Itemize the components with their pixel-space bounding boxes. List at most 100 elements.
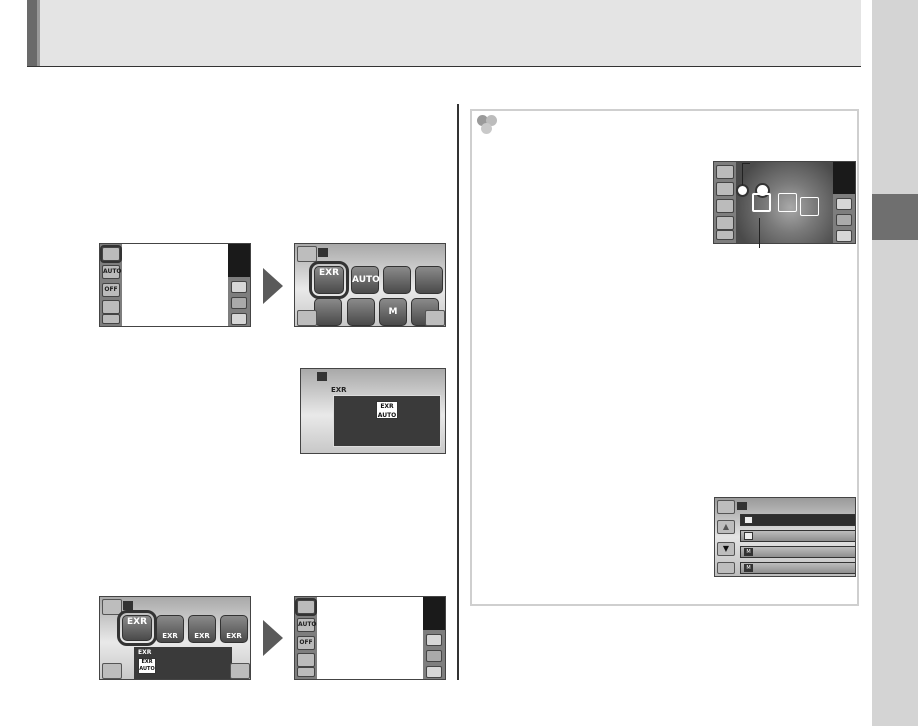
face-detect-icon[interactable] (231, 281, 247, 293)
callout-line-1 (742, 163, 743, 185)
face-frame-3 (800, 197, 819, 216)
exr-tile-auto[interactable]: EXR (117, 610, 157, 646)
corner-button-bl[interactable] (297, 310, 317, 326)
mode-tile-manual[interactable]: M (379, 298, 407, 326)
page-header (27, 0, 861, 67)
macro-button[interactable] (297, 653, 315, 667)
shooting-mode-menu-screen: EXR AUTO M (294, 243, 446, 327)
note-icon-2 (486, 115, 497, 126)
macro-button[interactable] (716, 216, 734, 230)
section-tab-strip (872, 0, 918, 726)
section-tab-active[interactable] (872, 194, 918, 240)
face-detect-icon[interactable] (836, 198, 852, 210)
scroll-up-button[interactable]: ▲ (717, 520, 735, 534)
list-item-icon: M (744, 548, 753, 556)
left-button-strip: AUTO OFF (100, 244, 122, 326)
tile-label: AUTO (352, 275, 380, 285)
corner-button-br[interactable] (230, 663, 250, 679)
list-item-icon: M (744, 564, 753, 572)
list-item-3[interactable]: M (740, 546, 855, 558)
badge-auto: AUTO (377, 412, 397, 419)
scroll-down-button[interactable]: ▼ (717, 542, 735, 556)
mode-button[interactable] (100, 245, 122, 263)
shooting-screen-1: AUTO OFF (99, 243, 251, 327)
back-button[interactable] (297, 246, 317, 262)
disp-button[interactable] (231, 313, 247, 325)
mode-tile-portrait[interactable] (415, 266, 443, 294)
disp-button[interactable] (836, 230, 852, 242)
tile-label: EXR (162, 632, 178, 640)
face-frame-primary (752, 193, 771, 212)
camera-icon (737, 502, 747, 510)
off-label: OFF (299, 639, 313, 646)
exr-panel-title: EXR (138, 649, 152, 656)
exr-auto-panel: EXR AUTO (333, 395, 441, 447)
macro-button[interactable] (102, 300, 120, 314)
left-button-strip: AUTO OFF (295, 597, 317, 679)
exr-tile-dynamic-range[interactable]: EXR (220, 615, 248, 643)
header-accent-stripe (37, 0, 40, 66)
disp-button[interactable] (426, 666, 442, 678)
note-icon-3 (481, 123, 492, 134)
flash-auto-button[interactable]: AUTO (102, 265, 122, 279)
right-strip-top (833, 162, 855, 195)
list-item-1[interactable] (740, 514, 855, 526)
exr-tile-resolution[interactable]: EXR (156, 615, 184, 643)
mode-button[interactable] (716, 165, 734, 179)
menu-button[interactable] (297, 667, 315, 677)
exr-tile-noise[interactable]: EXR (188, 615, 216, 643)
playback-icon[interactable] (836, 214, 852, 226)
tile-label: M (388, 307, 398, 317)
right-strip-top (423, 597, 445, 630)
self-timer-button[interactable] (716, 199, 734, 213)
right-button-strip (833, 162, 855, 243)
header-accent-bar (27, 0, 37, 66)
menu-button[interactable] (716, 230, 734, 240)
list-item-icon (744, 516, 753, 524)
callout-line-1b (742, 163, 750, 164)
exr-auto-badge: EXR AUTO (376, 401, 398, 419)
note-box (470, 109, 859, 606)
mode-tile-auto[interactable]: AUTO (351, 266, 380, 294)
camera-icon (317, 372, 327, 381)
menu-button[interactable] (102, 314, 120, 324)
mode-tile-scene-1[interactable] (314, 298, 342, 326)
badge-auto: AUTO (139, 666, 155, 672)
exr-panel-title: EXR (331, 386, 347, 394)
back-button[interactable] (102, 599, 122, 615)
flash-auto-button[interactable] (716, 182, 734, 196)
right-button-strip (423, 597, 445, 679)
camera-icon (123, 601, 133, 610)
list-item-4[interactable]: M (740, 562, 855, 574)
corner-button-bl[interactable] (102, 663, 122, 679)
face-frame-2 (778, 193, 797, 212)
list-item-2[interactable] (740, 530, 855, 542)
mode-button[interactable] (295, 598, 317, 616)
list-item-icon (744, 532, 753, 540)
mode-tile-scene-2[interactable] (347, 298, 375, 326)
column-divider (457, 104, 459, 680)
right-strip-top (228, 244, 250, 277)
self-timer-button[interactable]: OFF (297, 636, 315, 650)
left-button-strip (714, 162, 736, 243)
corner-button-br[interactable] (425, 310, 445, 326)
tile-label: EXR (194, 632, 210, 640)
scene-recognition-screen (713, 161, 856, 244)
playback-icon[interactable] (231, 297, 247, 309)
playback-icon[interactable] (426, 650, 442, 662)
face-detect-icon[interactable] (426, 634, 442, 646)
mode-tile-touch[interactable] (383, 266, 411, 294)
self-timer-button[interactable]: OFF (102, 283, 120, 297)
mode-tile-exr[interactable]: EXR (309, 261, 349, 299)
auto-label: AUTO (298, 621, 317, 628)
back-button[interactable] (717, 500, 735, 514)
tile-label: EXR (226, 632, 242, 640)
mode-list-screen: ▲ ▼ M M (714, 497, 856, 577)
tile-label: EXR (318, 268, 340, 278)
flash-auto-button[interactable]: AUTO (297, 618, 317, 632)
shooting-screen-2: AUTO OFF (294, 596, 446, 680)
badge-exr: EXR (380, 403, 394, 410)
corner-button-bl[interactable] (717, 562, 735, 574)
